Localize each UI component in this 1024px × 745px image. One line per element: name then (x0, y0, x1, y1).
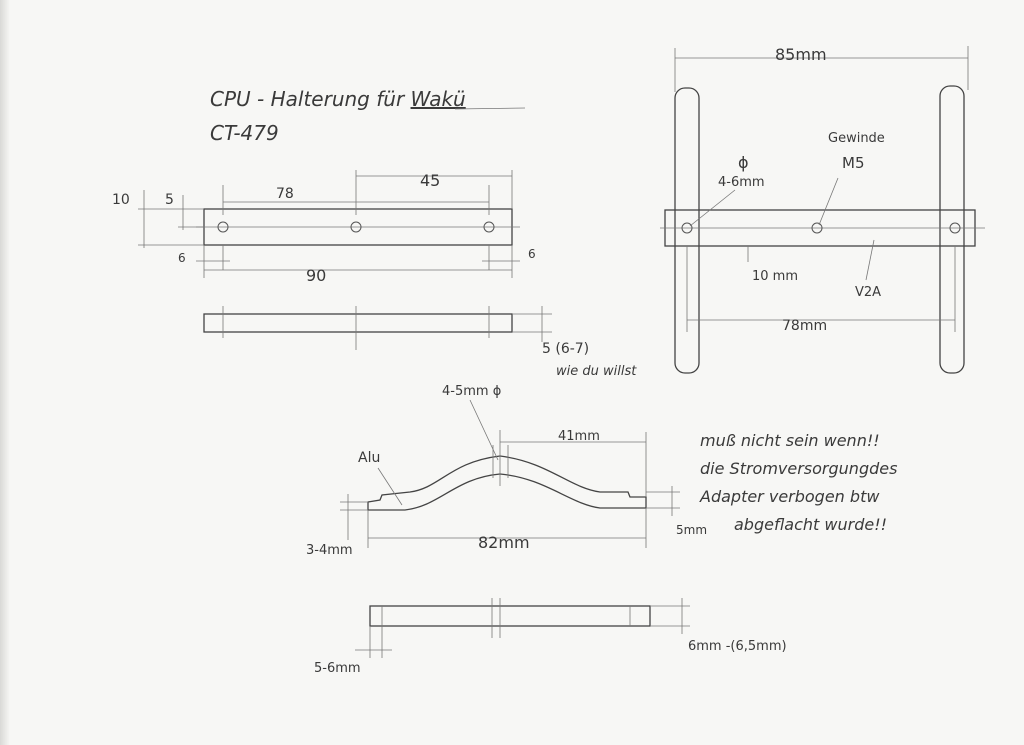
hole-symbol: ϕ (738, 153, 749, 172)
note-line4: abgeflacht wurde!! (734, 515, 887, 534)
side-view-note: wie du willst (556, 364, 637, 379)
side-view: 5 (6-7) wie du willst (203, 306, 637, 379)
note-line2: die Stromversorgungdes (700, 459, 897, 478)
note-line1: muß nicht sein wenn!! (700, 431, 880, 450)
thread-label-2: M5 (842, 154, 865, 172)
bracket-material-leader (377, 467, 403, 506)
top-view: 10 5 78 45 6 90 6 (112, 170, 536, 285)
thread-label-1: Gewinde (828, 131, 885, 146)
handwritten-note: muß nicht sein wenn!! die Stromversorgun… (699, 431, 897, 534)
bracket-view: Alu 4-5mm ϕ 41mm 82mm 3-4mm 5mm (306, 384, 707, 558)
top-view-hole-left (217, 221, 229, 233)
dim-hole-offset: 5 (165, 192, 174, 208)
assembly-rail-right (939, 85, 965, 374)
dim-left-margin: 6 (178, 251, 186, 265)
title-underline (454, 107, 526, 110)
bracket-material: Alu (358, 450, 380, 466)
assembly-hole-center (811, 222, 823, 234)
dim-bracket-height: 5mm (676, 523, 707, 537)
assembly-hole-left (681, 222, 693, 234)
hole-label: 4-6mm (718, 175, 765, 190)
dim-bracket-end-height: 3-4mm (306, 543, 353, 558)
note-line3: Adapter verbogen btw (699, 487, 880, 506)
bottom-view: 5-6mm 6mm -(6,5mm) (314, 598, 787, 676)
hole-leader (689, 189, 736, 227)
dim-bottom-left: 5-6mm (314, 661, 361, 676)
assembly-material: V2A (855, 285, 881, 300)
dim-assembly-width: 85mm (775, 45, 827, 64)
dim-bracket-half: 41mm (558, 429, 600, 444)
assembly-view: 85mm ϕ 4-6mm Gewinde M5 10 mm V2A 78mm (660, 45, 985, 374)
dim-bar: 10 mm (752, 269, 798, 284)
side-view-plate (203, 313, 513, 333)
dim-hole-spacing: 78 (276, 186, 294, 202)
dim-bracket-length: 82mm (478, 533, 530, 552)
top-view-hole-right (483, 221, 495, 233)
dim-thickness: 5 (6-7) (542, 341, 589, 357)
title-line1: CPU - Halterung für Wakü (210, 87, 466, 111)
dim-right-margin: 6 (528, 247, 536, 261)
material-leader (865, 239, 875, 281)
dim-center-right: 45 (420, 171, 440, 190)
assembly-hole-right (949, 222, 961, 234)
bracket-profile (367, 455, 647, 511)
dim-bottom-right: 6mm -(6,5mm) (688, 639, 787, 654)
sheet-edge (0, 0, 10, 745)
dim-height: 10 (112, 192, 130, 208)
bottom-view-bar (369, 605, 651, 627)
title-line2: CT-479 (210, 121, 279, 145)
bracket-hole-label: 4-5mm ϕ (442, 384, 501, 399)
bracket-hole-leader (469, 399, 499, 461)
thread-leader (818, 177, 839, 226)
top-view-hole-center (350, 221, 362, 233)
dim-assembly-spacing: 78mm (782, 318, 827, 334)
dim-total-length: 90 (306, 266, 326, 285)
assembly-rail-left (674, 87, 700, 374)
